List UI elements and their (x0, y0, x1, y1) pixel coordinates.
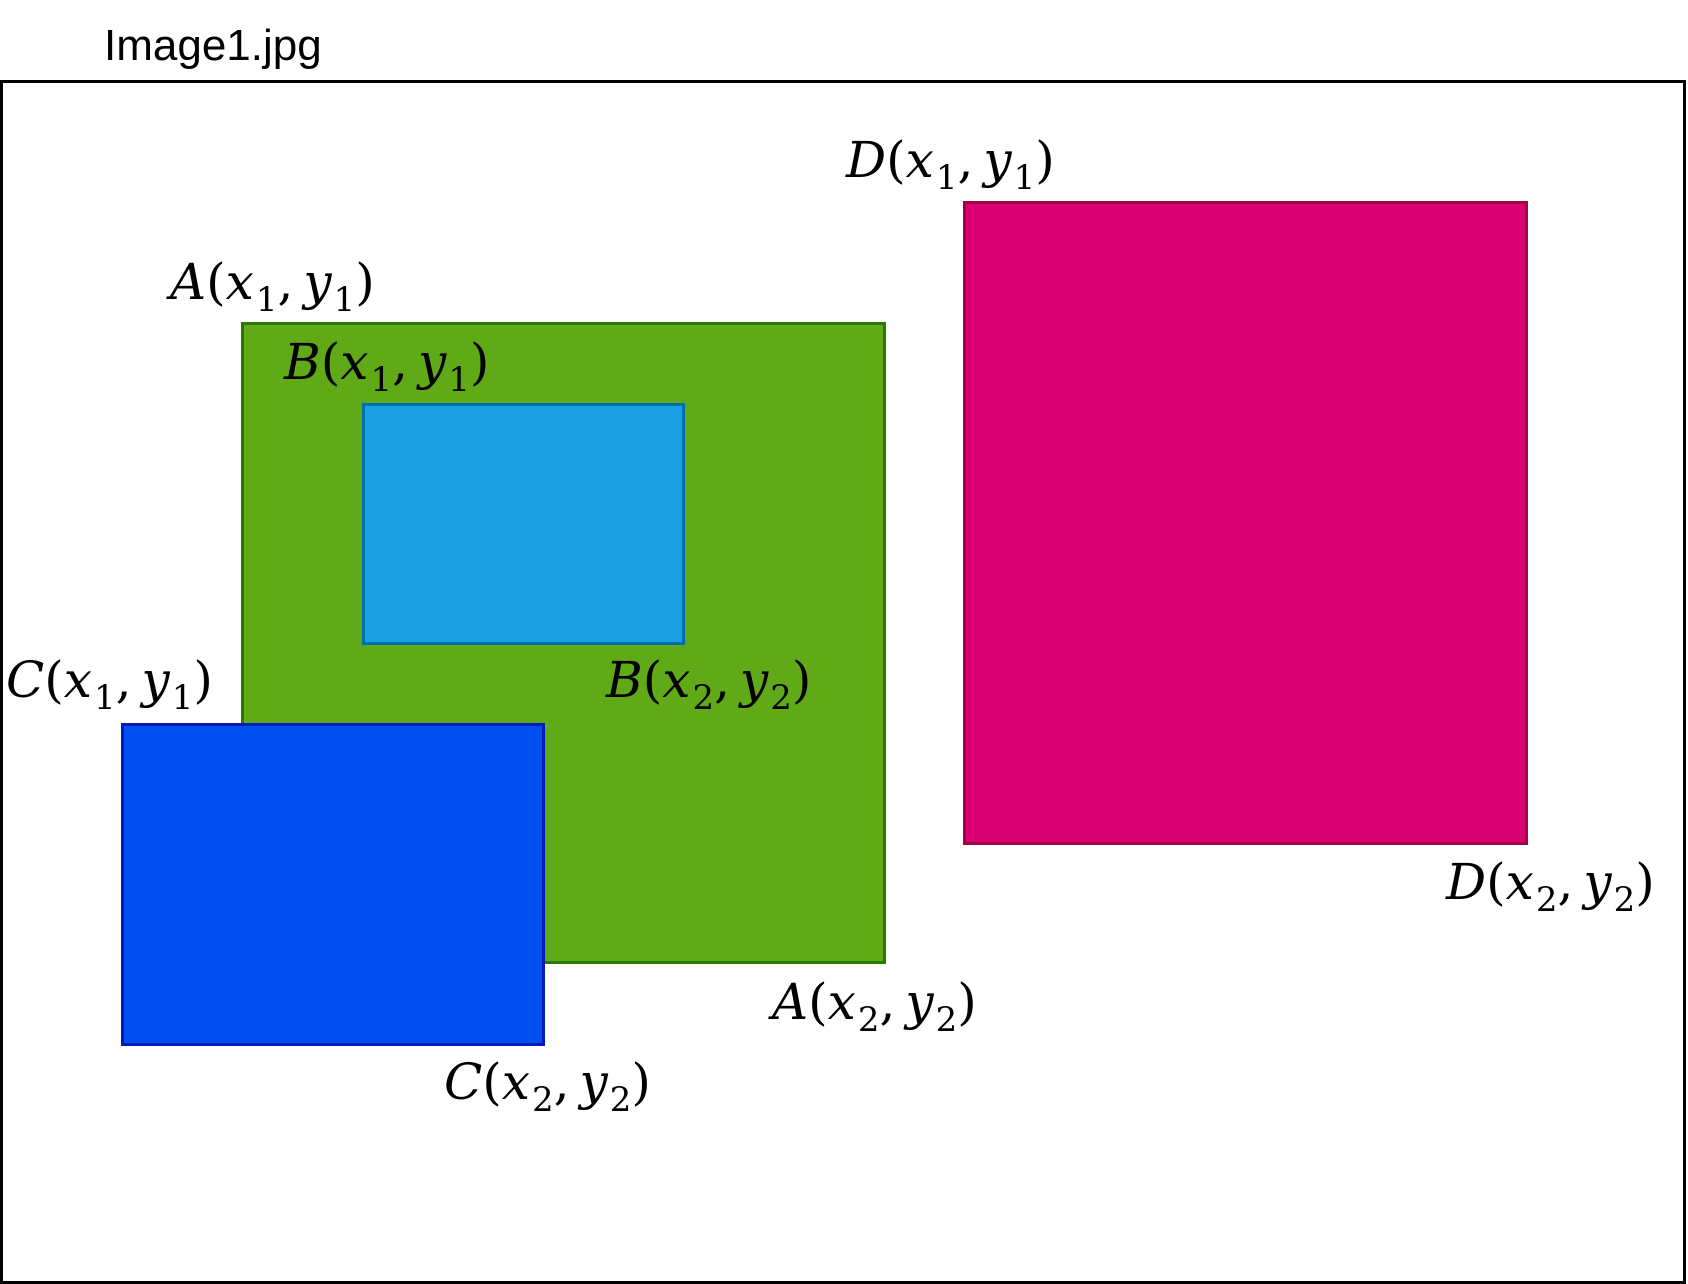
point-letter: B (284, 333, 321, 391)
y-var: y (1583, 853, 1612, 911)
x-subscript: 2 (1535, 880, 1558, 920)
x-var: x (827, 973, 856, 1031)
box-c-top-left-label: C(x1,y1) (6, 651, 213, 718)
y-var: y (740, 651, 769, 709)
image-filename-label: Image1.jpg (104, 21, 322, 70)
box-d-bottom-right-label: D(x2,y2) (1446, 853, 1655, 920)
y-subscript: 2 (1613, 880, 1636, 920)
point-letter: B (606, 651, 643, 709)
y-subscript: 1 (448, 360, 470, 400)
box-a-bottom-right-label: A(x2,y2) (772, 973, 977, 1040)
point-letter: A (170, 253, 207, 311)
x-var: x (905, 131, 934, 189)
y-subscript: 1 (1013, 158, 1036, 198)
x-subscript: 1 (93, 678, 116, 718)
point-letter: C (444, 1053, 483, 1111)
x-var: x (340, 333, 369, 391)
point-letter: C (6, 651, 45, 709)
y-var: y (983, 131, 1012, 189)
box-b-bottom-right-label: B(x2,y2) (606, 651, 812, 718)
x-var: x (1505, 853, 1534, 911)
x-subscript: 2 (692, 678, 715, 718)
y-subscript: 1 (333, 280, 356, 320)
point-letter: A (772, 973, 809, 1031)
y-subscript: 1 (171, 678, 194, 718)
y-subscript: 2 (609, 1080, 632, 1120)
x-var: x (501, 1053, 530, 1111)
y-subscript: 2 (935, 1000, 958, 1040)
y-subscript: 2 (770, 678, 792, 718)
x-subscript: 1 (255, 280, 278, 320)
x-var: x (225, 253, 254, 311)
box-b (362, 403, 685, 645)
y-var: y (418, 333, 447, 391)
box-a-top-left-label: A(x1,y1) (170, 253, 375, 320)
box-b-top-left-label: B(x1,y1) (284, 333, 490, 400)
box-c-bottom-right-label: C(x2,y2) (444, 1053, 651, 1120)
y-var: y (303, 253, 332, 311)
x-subscript: 2 (531, 1080, 554, 1120)
point-letter: D (1446, 853, 1487, 911)
y-var: y (141, 651, 170, 709)
y-var: y (579, 1053, 608, 1111)
point-letter: D (846, 131, 887, 189)
box-d (963, 201, 1528, 845)
x-subscript: 1 (370, 360, 393, 400)
x-subscript: 2 (857, 1000, 880, 1040)
box-d-top-left-label: D(x1,y1) (846, 131, 1055, 198)
x-var: x (63, 651, 92, 709)
y-var: y (905, 973, 934, 1031)
x-var: x (662, 651, 691, 709)
box-c (121, 723, 545, 1046)
x-subscript: 1 (935, 158, 958, 198)
